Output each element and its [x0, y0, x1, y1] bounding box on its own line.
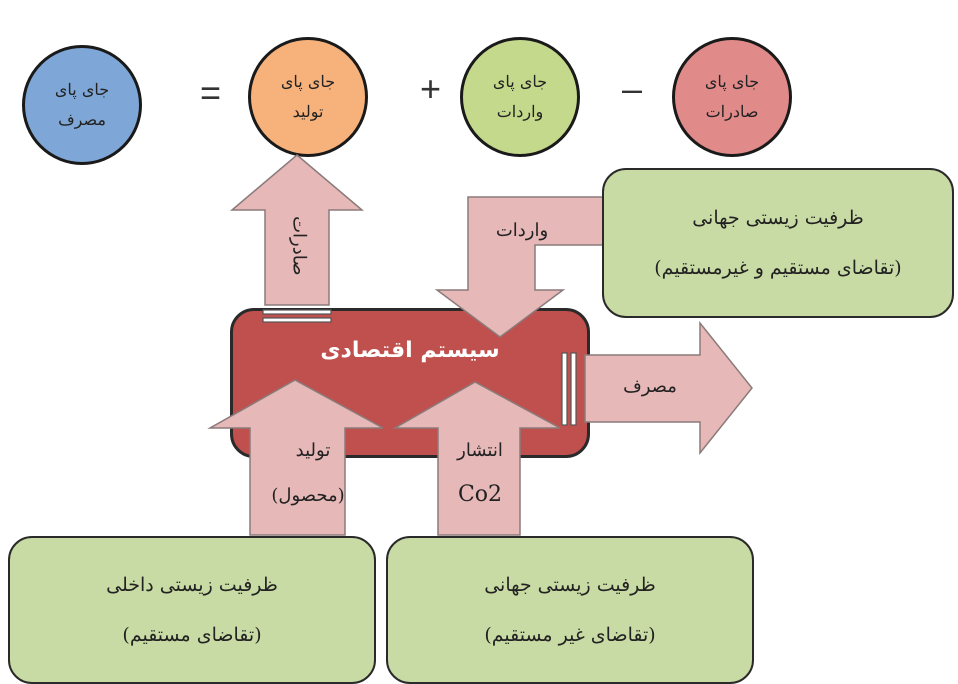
production-flow-sublabel: (محصول)	[271, 485, 345, 506]
production-flow-label: تولید	[295, 440, 331, 461]
imports-footprint-circle: جای پای واردات	[460, 37, 580, 157]
global-biocapacity-direct-indirect-box: ظرفیت زیستی جهانی (تقاضای مستقیم و غیرمس…	[602, 168, 954, 318]
minus-sign: –	[622, 68, 643, 109]
consumption-arrow	[584, 320, 753, 456]
emission-flow-sublabel: Co2	[457, 482, 503, 507]
imports-flow-label: واردات	[495, 220, 549, 241]
emission-flow-label: انتشار	[457, 440, 503, 461]
consumption-footprint-line2: مصرف	[58, 110, 106, 129]
production-footprint-line2: تولید	[292, 102, 324, 121]
equals-sign: =	[200, 72, 222, 113]
global-biocapacity-indirect-title: ظرفیت زیستی جهانی	[484, 574, 656, 596]
plus-sign: +	[420, 68, 442, 109]
production-footprint-circle: جای پای تولید	[248, 37, 368, 157]
exports-flow-label: صادرات	[288, 216, 310, 276]
global-biocapacity-subtitle: (تقاضای مستقیم و غیرمستقیم)	[654, 257, 902, 279]
consumption-arrow-base-bar	[561, 352, 568, 426]
domestic-biocapacity-subtitle: (تقاضای مستقیم)	[122, 624, 262, 646]
global-biocapacity-indirect-box: ظرفیت زیستی جهانی (تقاضای غیر مستقیم)	[386, 536, 754, 684]
imports-footprint-line1: جای پای	[492, 72, 548, 91]
economic-system-label: سیستم اقتصادی	[320, 338, 500, 363]
consumption-arrow-base-bar	[570, 352, 577, 426]
imports-arrow	[434, 196, 631, 338]
imports-footprint-line2: واردات	[496, 102, 544, 121]
exports-footprint-line2: صادرات	[705, 102, 759, 121]
global-biocapacity-indirect-subtitle: (تقاضای غیر مستقیم)	[484, 624, 656, 646]
global-biocapacity-title: ظرفیت زیستی جهانی	[692, 207, 864, 229]
consumption-footprint-circle: جای پای مصرف	[22, 45, 142, 165]
exports-arrow-base-bar	[262, 309, 332, 315]
exports-footprint-circle: جای پای صادرات	[672, 37, 792, 157]
production-arrow	[207, 379, 384, 536]
exports-arrow	[229, 154, 365, 306]
domestic-biocapacity-box: ظرفیت زیستی داخلی (تقاضای مستقیم)	[8, 536, 376, 684]
consumption-flow-label: مصرف	[623, 376, 677, 397]
exports-footprint-line1: جای پای	[704, 72, 760, 91]
exports-arrow-base-bar	[262, 317, 332, 323]
emission-arrow	[392, 381, 561, 536]
consumption-footprint-line1: جای پای	[54, 80, 110, 99]
production-footprint-line1: جای پای	[280, 72, 336, 91]
domestic-biocapacity-title: ظرفیت زیستی داخلی	[106, 574, 278, 596]
